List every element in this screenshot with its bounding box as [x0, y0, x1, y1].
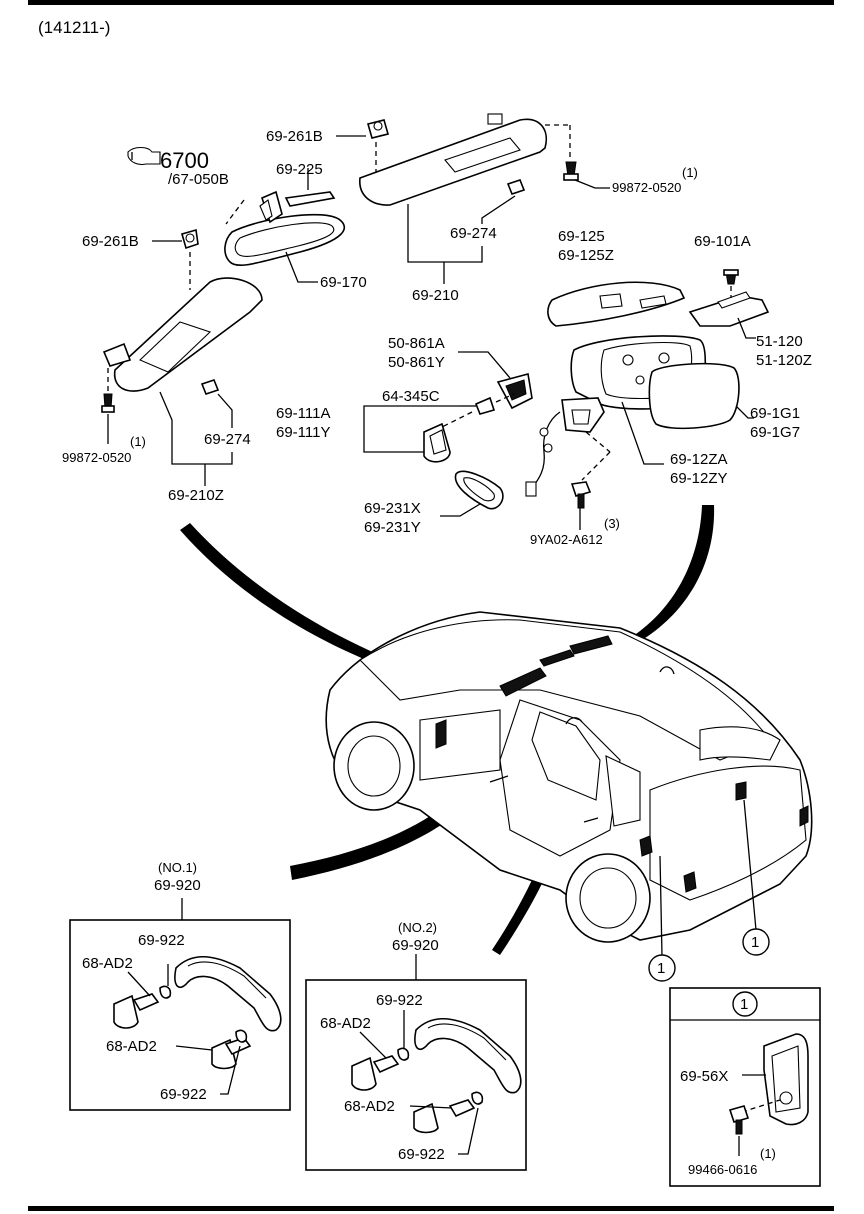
header-code: (141211-)	[38, 18, 110, 37]
screw-69-101a	[723, 269, 739, 285]
label-69-111y: 69-111Y	[276, 424, 331, 441]
label-69-1g7: 69-1G7	[750, 424, 800, 441]
label-69-210z: 69-210Z	[168, 487, 224, 504]
bolt-9ya02	[570, 481, 592, 509]
grip-cap-68-ad2-a1	[113, 993, 160, 1029]
assist-grip-no1	[174, 956, 282, 1032]
label-69-170: 69-170	[320, 274, 367, 291]
grip-box-no1	[69, 919, 291, 1111]
visor-screw-left	[101, 393, 115, 413]
label-50-861a: 50-861A	[388, 335, 445, 352]
grip-cap-68-ad2-b1	[351, 1055, 400, 1091]
grip-cap-68-ad2-a2	[211, 1037, 252, 1070]
label-qty-3: (3)	[604, 516, 620, 531]
label-circle-1-a: 1	[751, 934, 759, 951]
label-50-861y: 50-861Y	[388, 354, 445, 371]
label-69-261b-top: 69-261B	[266, 128, 323, 145]
grip-clip-69-922-b2	[471, 1091, 484, 1105]
hand-icon	[127, 146, 161, 166]
mirror-actuator-51-120	[688, 291, 770, 327]
label-69-12za: 69-12ZA	[670, 451, 728, 468]
bottom-border	[28, 1206, 834, 1211]
mirror-cover-69-225	[284, 191, 336, 207]
label-68-ad2-b2: 68-AD2	[344, 1098, 395, 1115]
label-69-210: 69-210	[412, 287, 459, 304]
visor-clip-top	[367, 119, 389, 139]
garnish-50-861a	[496, 373, 533, 410]
label-69-231x: 69-231X	[364, 500, 421, 517]
label-circle-1-b: 1	[657, 960, 665, 977]
label-qty-1-left: (1)	[130, 434, 146, 449]
grip-cap-68-ad2-b2	[413, 1099, 476, 1134]
label-69-101a: 69-101A	[694, 233, 751, 250]
visor-clip-left	[181, 228, 199, 250]
bolt-99466	[728, 1105, 750, 1135]
label-9ya02: 9YA02-A612	[530, 532, 603, 547]
label-69-1g1: 69-1G1	[750, 405, 800, 422]
grip-box-no2	[305, 979, 527, 1171]
label-69-125z: 69-125Z	[558, 247, 614, 264]
mirror-cover-69-125	[547, 281, 686, 327]
assist-grip-no2	[414, 1018, 522, 1094]
label-68-ad2-b1: 68-AD2	[320, 1015, 371, 1032]
label-69-274-top: 69-274	[450, 225, 497, 242]
label-69-225: 69-225	[276, 161, 323, 178]
label-99872-left: 99872-0520	[62, 450, 131, 465]
visor-screw-top	[563, 161, 579, 181]
grip-clip-69-922-a1	[159, 985, 172, 999]
label-67-050b: /67-050B	[168, 171, 229, 188]
label-99872-top: 99872-0520	[612, 180, 681, 195]
label-69-920-b: 69-920	[392, 937, 439, 954]
rear-view-mirror	[224, 190, 345, 266]
label-69-56x: 69-56X	[680, 1068, 728, 1085]
visor-hinge-left	[102, 342, 132, 367]
label-99466: 99466-0616	[688, 1162, 757, 1177]
label-69-274-left: 69-274	[204, 431, 251, 448]
label-68-ad2-a2: 68-AD2	[106, 1038, 157, 1055]
label-68-ad2-a1: 68-AD2	[82, 955, 133, 972]
sweep-arc-mirror	[636, 505, 715, 640]
label-69-922-b1: 69-922	[376, 992, 423, 1009]
label-qty-1-box: (1)	[760, 1146, 776, 1161]
label-69-231y: 69-231Y	[364, 519, 421, 536]
grip-clip-69-922-b1	[397, 1047, 410, 1061]
label-69-125: 69-125	[558, 228, 605, 245]
mirror-glass	[648, 362, 740, 430]
circle-marker-1-b	[648, 954, 676, 982]
visor-bulb-top	[506, 179, 526, 195]
label-69-922-a1: 69-922	[138, 932, 185, 949]
top-border	[28, 0, 834, 5]
label-circle-1-c: 1	[740, 996, 748, 1013]
bracket-69-56x	[763, 1033, 809, 1126]
mirror-harness	[525, 411, 561, 497]
label-64-345c: 64-345C	[382, 388, 440, 405]
label-no1: (NO.1)	[158, 860, 197, 875]
label-69-12zy: 69-12ZY	[670, 470, 728, 487]
label-69-922-a2: 69-922	[160, 1086, 207, 1103]
detail-box-1	[669, 987, 821, 1187]
mirror-base	[561, 397, 605, 433]
bezel-69-231x	[454, 470, 504, 510]
label-69-920-a: 69-920	[154, 877, 201, 894]
label-69-922-b2: 69-922	[398, 1146, 445, 1163]
label-69-111a: 69-111A	[276, 405, 331, 422]
label-69-261b-left: 69-261B	[82, 233, 139, 250]
visor-bulb-left	[200, 379, 220, 395]
label-51-120: 51-120	[756, 333, 803, 350]
vehicle-body	[325, 611, 813, 943]
label-6700: 6700	[160, 148, 209, 173]
label-qty-1-top: (1)	[682, 165, 698, 180]
clip-64-345c	[474, 396, 496, 415]
label-no2: (NO.2)	[398, 920, 437, 935]
sun-visor-right	[359, 113, 547, 206]
circle-marker-1-a	[742, 928, 770, 956]
lamp-lens-69-111a	[423, 422, 451, 463]
sun-visor-left	[113, 277, 263, 392]
grip-clip-69-922-a2	[235, 1029, 248, 1043]
circle-marker-1-c	[732, 991, 758, 1017]
label-51-120z: 51-120Z	[756, 352, 812, 369]
